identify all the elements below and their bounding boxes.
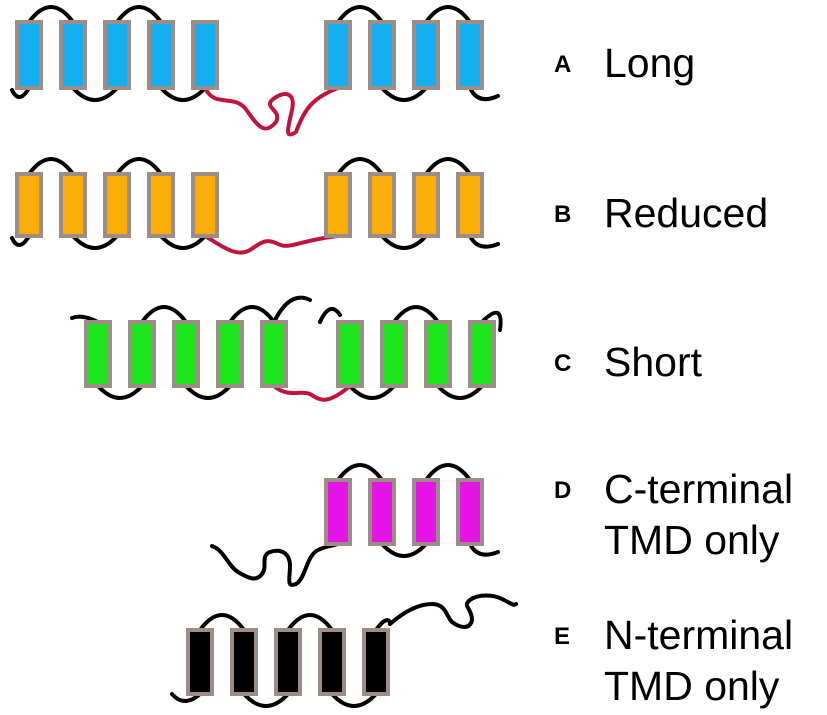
row-d-name-line-1: C-terminal xyxy=(604,466,793,512)
row-c-tmd-2 xyxy=(128,320,156,388)
row-a-tmd-1 xyxy=(15,20,43,90)
row-c-tmd-5 xyxy=(260,320,288,388)
row-e-tmd-1 xyxy=(186,628,214,696)
row-e-n-terminal-tmd-only: E N-terminal TMD only xyxy=(170,593,793,709)
row-c-c-loops xyxy=(348,305,503,400)
row-b-tmd-5 xyxy=(191,172,219,238)
row-b-tmd-8 xyxy=(412,172,440,238)
row-e-tmd-3 xyxy=(274,628,302,696)
row-b-tmd-1 xyxy=(15,172,43,238)
row-a-c-loops xyxy=(336,5,500,102)
row-b-c-loops xyxy=(336,157,500,250)
row-d-n-tail xyxy=(210,542,340,587)
row-c-n-tail xyxy=(272,295,312,324)
row-b-tmd-9 xyxy=(456,172,484,238)
row-d-tmd-group xyxy=(324,478,484,546)
row-b-tmd-7 xyxy=(368,172,396,238)
row-a-long: A Long xyxy=(10,5,695,137)
row-c-tmd-9 xyxy=(468,320,496,388)
row-e-name-line-2: TMD only xyxy=(604,663,780,709)
row-c-n-loops xyxy=(70,305,276,400)
row-e-tmd-4 xyxy=(318,628,346,696)
row-a-tmd-9 xyxy=(456,20,484,90)
row-b-linker xyxy=(203,234,340,255)
row-c-tmd-1 xyxy=(84,320,112,388)
row-a-tmd-2 xyxy=(59,20,87,90)
row-a-tmd-6 xyxy=(324,20,352,90)
row-e-name-line-1: N-terminal xyxy=(604,612,793,658)
row-d-name-line-2: TMD only xyxy=(604,517,780,563)
row-a-n-loops xyxy=(10,5,207,102)
row-e-letter: E xyxy=(554,623,570,650)
row-b-letter: B xyxy=(554,201,571,228)
row-e-tmd-2 xyxy=(230,628,258,696)
row-b-n-loops xyxy=(10,157,207,250)
row-b-tmd-2 xyxy=(59,172,87,238)
row-e-tmd-5 xyxy=(362,628,390,696)
row-b-name: Reduced xyxy=(604,190,768,236)
row-d-letter: D xyxy=(554,477,571,504)
row-e-loops xyxy=(170,613,392,708)
row-b-reduced: B Reduced xyxy=(10,157,768,255)
row-c-linker xyxy=(272,384,352,402)
row-a-tmd-group xyxy=(15,20,484,90)
row-c-tmd-group xyxy=(84,320,496,388)
row-b-tmd-group xyxy=(15,172,484,238)
row-a-tmd-8 xyxy=(412,20,440,90)
row-a-linker xyxy=(203,86,340,137)
row-c-tmd-8 xyxy=(424,320,452,388)
row-b-tmd-6 xyxy=(324,172,352,238)
row-c-letter: C xyxy=(554,350,571,377)
row-d-tmd-1 xyxy=(324,478,352,546)
row-d-tmd-3 xyxy=(412,478,440,546)
row-d-c-terminal-tmd-only: D C-terminal TMD only xyxy=(210,463,793,587)
row-a-tmd-7 xyxy=(368,20,396,90)
row-c-tmd-6 xyxy=(336,320,364,388)
row-e-c-tail xyxy=(388,593,518,629)
row-c-c-head xyxy=(318,306,342,324)
row-a-tmd-4 xyxy=(147,20,175,90)
row-d-tmd-4 xyxy=(456,478,484,546)
row-b-tmd-4 xyxy=(147,172,175,238)
row-c-name: Short xyxy=(604,339,703,385)
row-c-tmd-7 xyxy=(380,320,408,388)
row-c-short: C Short xyxy=(70,295,703,402)
row-b-tmd-3 xyxy=(103,172,131,238)
row-d-tmd-2 xyxy=(368,478,396,546)
row-a-tmd-5 xyxy=(191,20,219,90)
row-d-loops xyxy=(336,463,500,558)
row-e-tmd-group xyxy=(186,628,390,696)
row-a-name: Long xyxy=(604,40,695,86)
row-a-letter: A xyxy=(554,51,571,78)
row-c-tmd-4 xyxy=(216,320,244,388)
row-a-tmd-3 xyxy=(103,20,131,90)
row-c-tmd-3 xyxy=(172,320,200,388)
